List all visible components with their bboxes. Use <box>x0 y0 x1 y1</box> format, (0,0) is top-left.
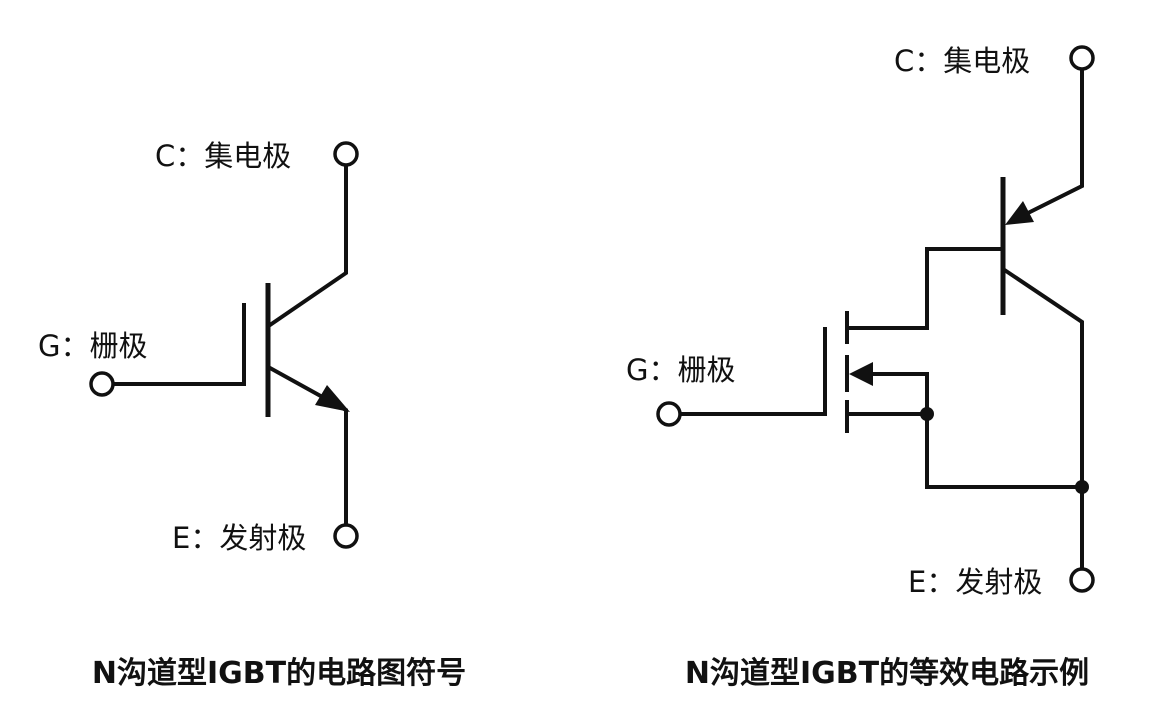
gate-terminal <box>656 401 682 427</box>
pnp-collector-wire <box>1003 268 1084 570</box>
gate-label: G：栅极 <box>626 353 735 387</box>
equivalent-caption: N沟道型IGBT的等效电路示例 <box>685 656 1089 691</box>
equivalent-circuit: C：集电极 G：栅极 E：发射极 N沟道型IGBT的等效电路示例 <box>626 44 1095 691</box>
collector-label: C：集电极 <box>155 139 291 173</box>
collector-wire <box>267 164 348 328</box>
collector-terminal <box>333 141 359 167</box>
gate-label: G：栅极 <box>38 329 147 363</box>
gate-terminal <box>89 371 115 397</box>
junction-dot-emitter <box>1075 480 1089 494</box>
collector-terminal <box>1069 45 1095 71</box>
emitter-wire <box>267 365 348 526</box>
collector-label: C：集电极 <box>894 44 1030 78</box>
mosfet-body-arrow-icon <box>849 362 873 386</box>
base-to-drain-wire <box>847 247 1005 330</box>
junction-dot-source <box>920 407 934 421</box>
symbol-caption: N沟道型IGBT的电路图符号 <box>92 656 466 691</box>
mosfet-source-wire <box>847 412 1084 489</box>
igbt-symbol: C：集电极 G：栅极 E：发射极 N沟道型IGBT的电路图符号 <box>38 139 466 691</box>
pnp-emitter-wire <box>1017 68 1084 220</box>
emitter-label: E：发射极 <box>908 565 1042 599</box>
pnp-emitter-arrow-icon <box>1005 201 1034 225</box>
emitter-terminal <box>1069 567 1095 593</box>
emitter-label: E：发射极 <box>172 521 306 555</box>
mosfet-body-wire <box>868 372 929 416</box>
emitter-arrow-icon <box>315 385 350 412</box>
emitter-terminal <box>333 523 359 549</box>
